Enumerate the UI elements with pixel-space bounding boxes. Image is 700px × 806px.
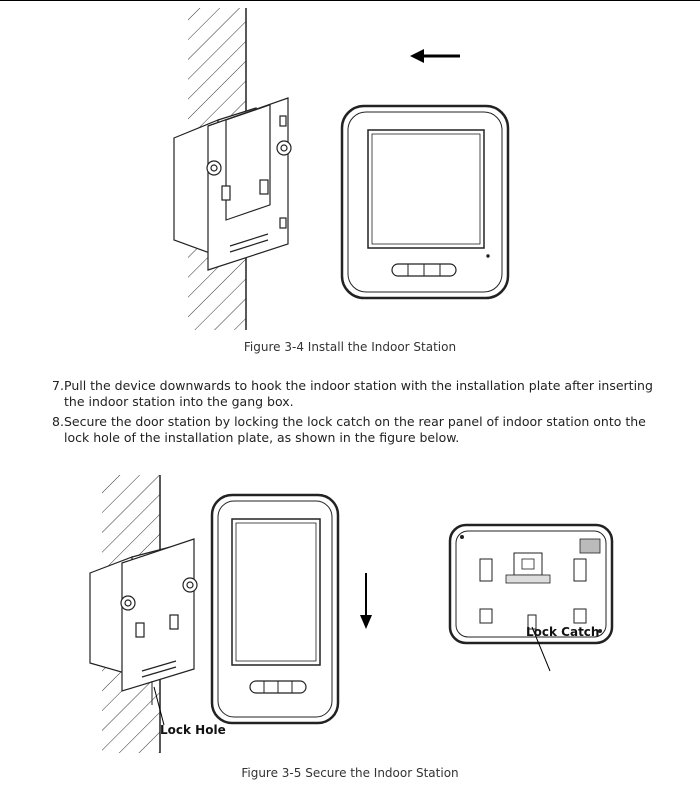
instruction-steps: 7. Pull the device downwards to hook the… [52, 378, 672, 450]
install-indoor-station-figure [173, 8, 510, 330]
lock-hole-leader-line [153, 686, 165, 726]
secure-indoor-station-figure [89, 475, 614, 753]
top-rule [0, 0, 700, 1]
indoor-station-front [340, 104, 510, 300]
step-7: 7. Pull the device downwards to hook the… [52, 378, 672, 410]
step-text: Secure the door station by locking the l… [64, 414, 646, 445]
indoor-station-front [210, 493, 340, 725]
figure-3-4-caption: Figure 3-4 Install the Indoor Station [243, 340, 457, 354]
indoor-station-rear-panel [448, 523, 614, 645]
installation-plate [206, 97, 292, 271]
step-text: Pull the device downwards to hook the in… [64, 378, 653, 409]
arrow-down-icon [360, 573, 372, 629]
installation-plate [120, 538, 198, 705]
arrow-left-icon [410, 49, 460, 63]
step-number: 8. [52, 414, 64, 429]
figure-3-5-caption: Figure 3-5 Secure the Indoor Station [241, 766, 459, 780]
lock-catch-leader-line [531, 626, 551, 672]
lock-hole-label: Lock Hole [160, 723, 226, 737]
step-number: 7. [52, 378, 64, 393]
lock-catch-label: Lock Catch [526, 625, 600, 639]
step-8: 8. Secure the door station by locking th… [52, 414, 672, 446]
